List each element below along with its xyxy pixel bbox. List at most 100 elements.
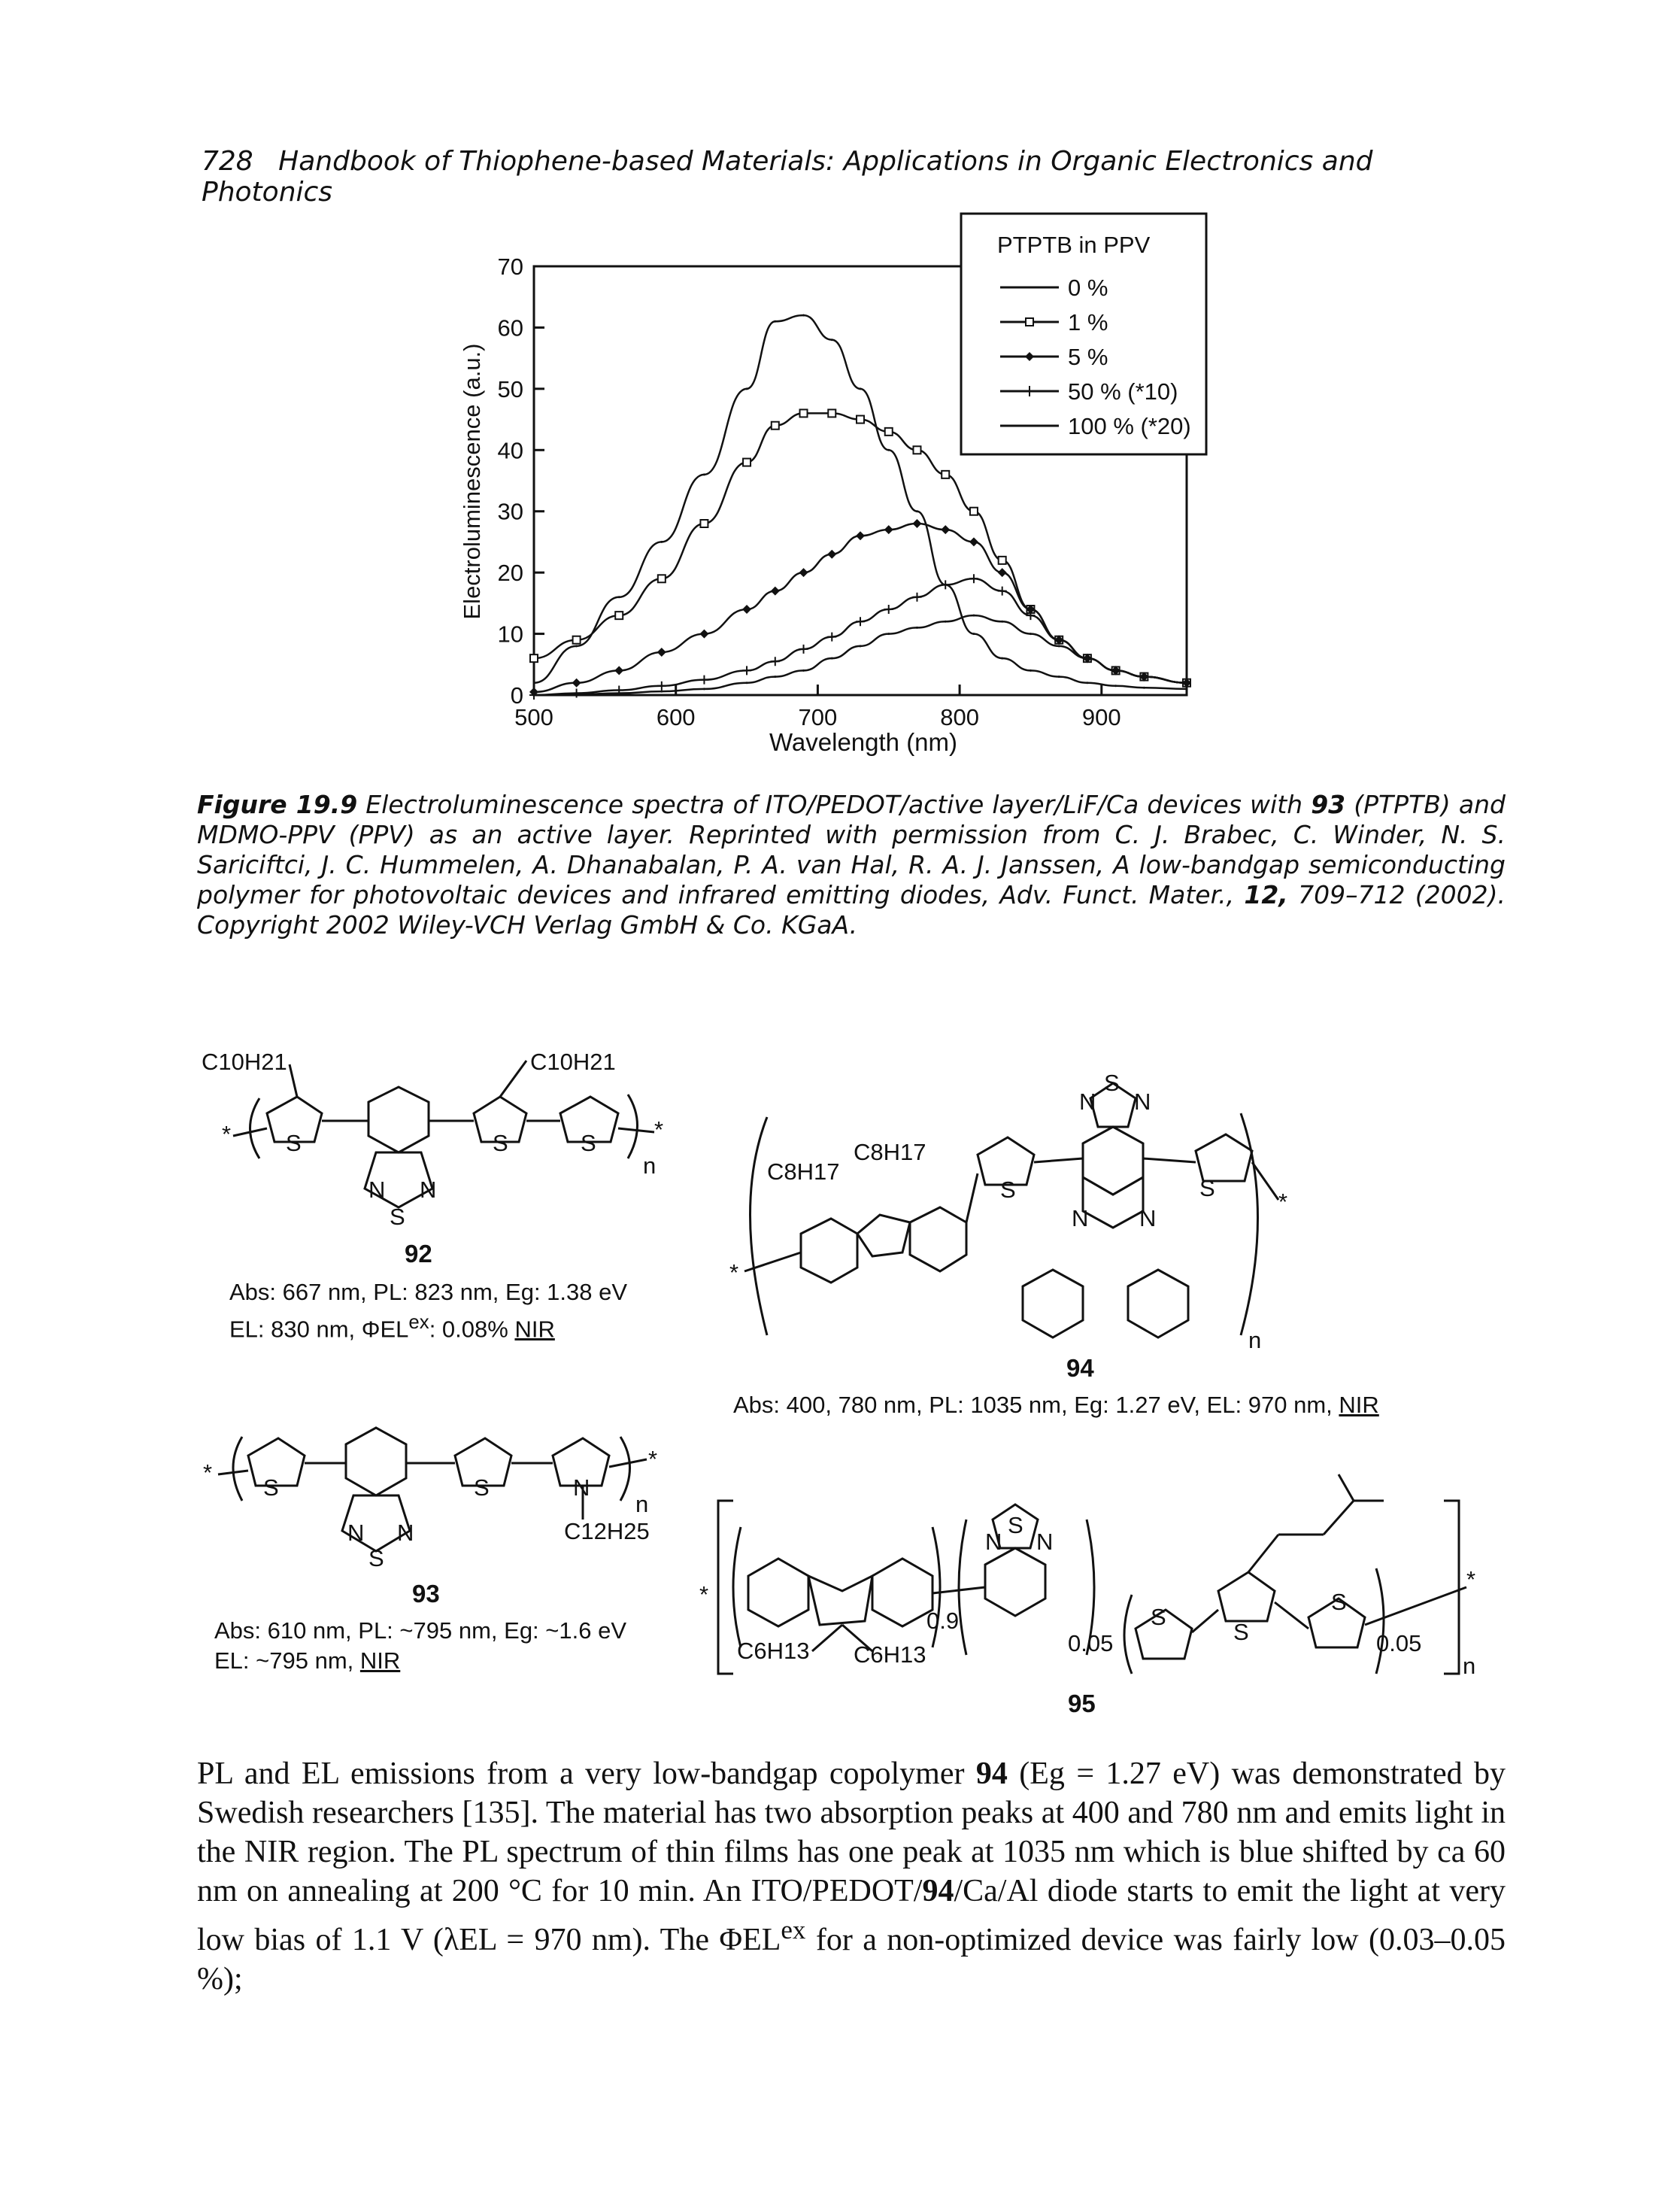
s92-nir: NIR bbox=[514, 1316, 555, 1343]
s94-star-left: * bbox=[729, 1259, 739, 1286]
compound-ref-94: 94 bbox=[975, 1756, 1008, 1791]
data-point bbox=[617, 692, 620, 695]
data-point bbox=[1001, 657, 1004, 660]
s92-line-2: EL: 830 nm, ΦELex: 0.08% NIR bbox=[229, 1312, 555, 1343]
data-point-square bbox=[912, 445, 922, 455]
s94-star-right: * bbox=[1278, 1189, 1288, 1215]
book-title: Handbook of Thiophene-based Materials: A… bbox=[202, 146, 1373, 208]
data-point-diamond bbox=[742, 605, 752, 614]
y-axis-label: Electroluminescence (a.u.) bbox=[459, 344, 485, 620]
data-point bbox=[575, 693, 578, 696]
data-point-square bbox=[827, 408, 837, 418]
y-tick-label: 20 bbox=[498, 560, 523, 586]
s95-substituent-a: C6H13 bbox=[737, 1638, 810, 1664]
data-point bbox=[1086, 682, 1089, 685]
data-point bbox=[575, 645, 578, 648]
s92-sulfur-1: S bbox=[286, 1130, 302, 1156]
series-group bbox=[529, 314, 1191, 700]
x-axis-label: Wavelength (nm) bbox=[769, 728, 957, 756]
data-point bbox=[1114, 685, 1117, 688]
data-point-diamond bbox=[884, 525, 893, 535]
data-point bbox=[915, 626, 918, 629]
data-point bbox=[745, 387, 748, 390]
data-point bbox=[802, 669, 805, 672]
compound-94-label: 94 bbox=[1066, 1354, 1094, 1382]
s92-nitrogen-2: N bbox=[420, 1176, 437, 1203]
data-point bbox=[915, 510, 918, 513]
data-point-plus bbox=[799, 644, 808, 654]
s92-sulfur-2: S bbox=[493, 1130, 508, 1156]
structure-92-drawing bbox=[232, 1060, 655, 1209]
data-point-diamond bbox=[572, 678, 581, 688]
data-point-square bbox=[657, 574, 666, 584]
plot-border bbox=[532, 265, 1188, 697]
s95-sulfur-1: S bbox=[1151, 1604, 1166, 1630]
data-point-diamond bbox=[699, 629, 709, 639]
y-tick-label: 70 bbox=[498, 254, 523, 280]
s92-sulfur-btd: S bbox=[390, 1204, 405, 1230]
x-tick-label: 500 bbox=[514, 704, 553, 730]
data-point-diamond bbox=[912, 519, 922, 528]
data-point-diamond bbox=[827, 549, 837, 559]
y-tick-label: 0 bbox=[511, 682, 523, 709]
data-point-plus bbox=[770, 657, 780, 666]
s94-line-1: Abs: 400, 780 nm, PL: 1035 nm, Eg: 1.27 … bbox=[733, 1392, 1333, 1418]
data-point-plus bbox=[657, 681, 666, 691]
compound-ref-94b: 94 bbox=[922, 1874, 954, 1908]
data-point bbox=[1029, 669, 1032, 672]
data-point-square bbox=[699, 519, 709, 528]
data-point bbox=[532, 694, 535, 697]
data-point bbox=[660, 690, 663, 693]
legend-label: 100 % (*20) bbox=[1068, 413, 1191, 439]
s94-nitrogen-4: N bbox=[1139, 1205, 1157, 1231]
s92-nitrogen-1: N bbox=[368, 1176, 386, 1203]
s92-star-left: * bbox=[222, 1121, 232, 1147]
s94-substituent-b: C8H17 bbox=[854, 1139, 926, 1165]
data-point-diamond bbox=[770, 586, 780, 596]
data-point-diamond bbox=[856, 531, 865, 541]
structure-95-drawing bbox=[717, 1474, 1467, 1675]
legend-box bbox=[960, 212, 1208, 456]
data-point-square bbox=[856, 414, 865, 424]
s95-fraction-2: 0.05 bbox=[1068, 1630, 1114, 1656]
caption-text-3: 709–712 (2002). Copyright 2002 Wiley-VCH… bbox=[197, 880, 1506, 940]
data-point bbox=[1057, 676, 1060, 679]
s92-substituent-right: C10H21 bbox=[530, 1049, 616, 1075]
compound-92-label: 92 bbox=[405, 1240, 432, 1268]
s92-sulfur-3: S bbox=[581, 1130, 596, 1156]
data-point-square bbox=[614, 611, 624, 621]
s93-star-right: * bbox=[648, 1446, 658, 1472]
s94-sulfur-3: S bbox=[1104, 1070, 1120, 1096]
data-point-plus bbox=[856, 617, 865, 627]
data-point bbox=[830, 339, 833, 342]
data-point-plus bbox=[742, 666, 752, 676]
running-head: 728 Handbook of Thiophene-based Material… bbox=[202, 146, 1510, 208]
x-tick-label: 800 bbox=[940, 704, 979, 730]
data-point bbox=[802, 314, 805, 317]
s95-star-right: * bbox=[1466, 1566, 1476, 1592]
data-point-plus bbox=[997, 586, 1007, 596]
s94-sulfur-2: S bbox=[1199, 1175, 1215, 1201]
y-tick-label: 10 bbox=[498, 621, 523, 648]
s93-line-2: EL: ~795 nm, NIR bbox=[214, 1647, 401, 1674]
data-point-square bbox=[770, 421, 780, 430]
data-point-plus bbox=[699, 675, 709, 685]
data-point-diamond bbox=[657, 648, 666, 657]
data-point bbox=[774, 676, 777, 679]
s92-properties: Abs: 667 nm, PL: 823 nm, Eg: 1.38 eV EL:… bbox=[229, 1277, 650, 1344]
data-point-plus bbox=[969, 574, 978, 584]
data-point bbox=[702, 473, 705, 476]
structure-94-drawing bbox=[744, 1082, 1280, 1339]
data-point bbox=[972, 633, 975, 636]
data-point bbox=[1086, 657, 1089, 660]
s93-sulfur-1: S bbox=[263, 1474, 279, 1501]
data-point bbox=[1142, 676, 1145, 679]
s95-star-left: * bbox=[699, 1581, 709, 1608]
data-point-plus bbox=[912, 592, 922, 602]
s93-nir: NIR bbox=[359, 1647, 401, 1674]
s94-nitrogen-2: N bbox=[1134, 1088, 1151, 1115]
legend-label: 5 % bbox=[1068, 344, 1108, 370]
s92-star-right: * bbox=[654, 1116, 664, 1143]
s94-nir: NIR bbox=[1339, 1392, 1379, 1418]
